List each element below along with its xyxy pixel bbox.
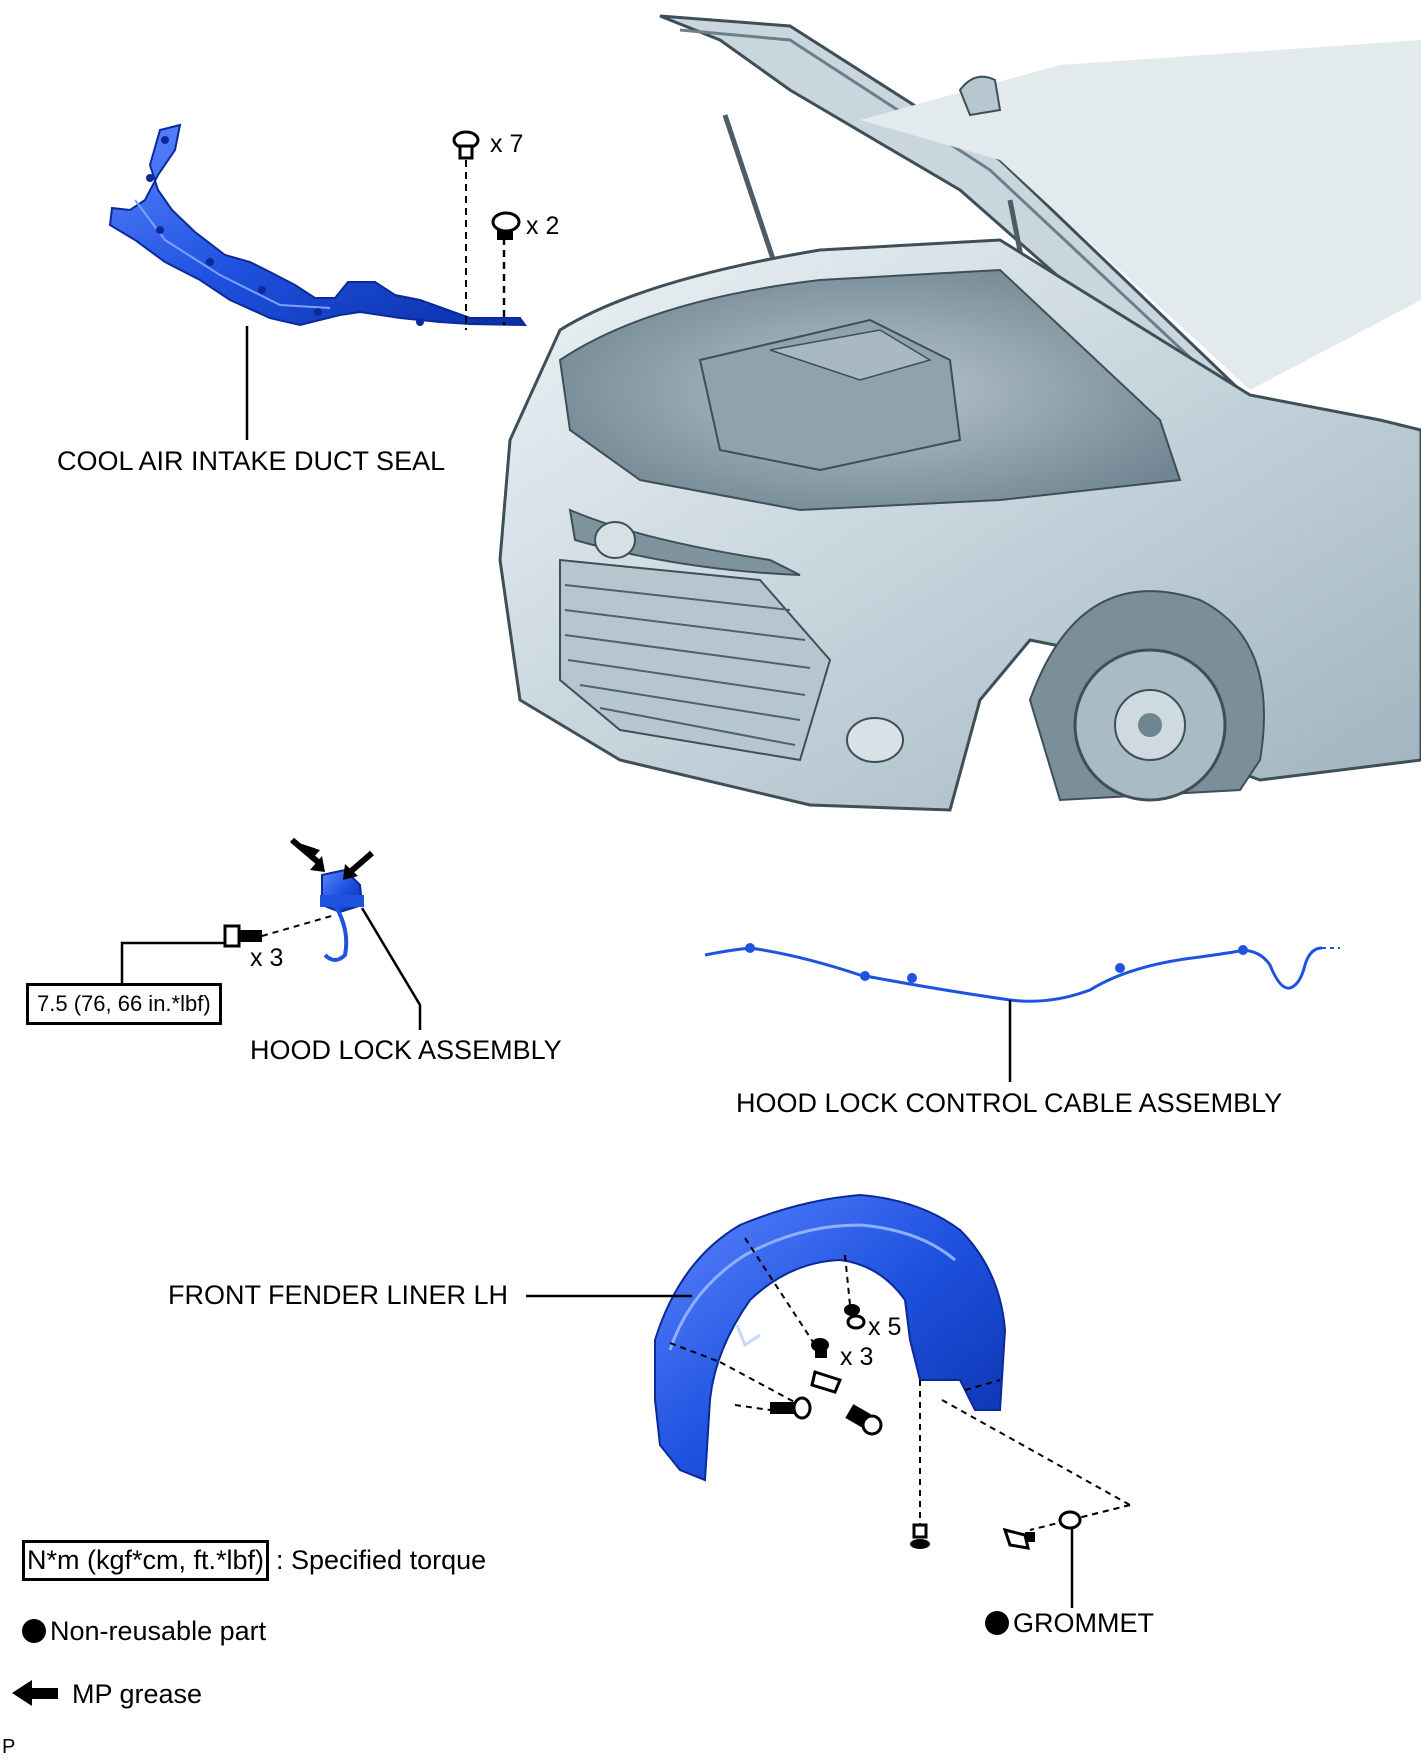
label-grommet: GROMMET	[985, 1610, 1154, 1637]
qty-clip-seal: x 7	[490, 130, 524, 158]
front-fender-liner-part	[654, 1193, 1007, 1482]
screw-icon	[1002, 1527, 1035, 1550]
legend-non-reusable: Non-reusable part	[22, 1618, 266, 1645]
grease-arrow-icon	[290, 837, 325, 872]
vehicle-illustration	[498, 14, 1421, 812]
bolt-icon	[845, 1404, 883, 1436]
hood-lock-assembly-part	[320, 868, 364, 962]
clip-icon	[910, 1523, 930, 1549]
clip-icon	[452, 130, 480, 160]
legend-non-reusable-text: Non-reusable part	[50, 1616, 267, 1646]
vehicle-grille	[559, 558, 832, 762]
bolt-icon	[770, 1396, 812, 1420]
figure-code: P	[2, 1736, 16, 1758]
filled-circle-icon	[22, 1619, 46, 1643]
screw-icon	[811, 1338, 829, 1358]
filled-circle-icon	[985, 1611, 1009, 1635]
bolt-icon	[491, 211, 521, 240]
qty-clip-liner: x 5	[868, 1313, 902, 1341]
label-grommet-text: GROMMET	[1013, 1608, 1154, 1638]
label-hood-lock-assembly: HOOD LOCK ASSEMBLY	[250, 1035, 562, 1065]
torque-value-hood-lock: 7.5 (76, 66 in.*lbf)	[26, 983, 222, 1025]
label-cool-air-intake-duct-seal: COOL AIR INTAKE DUCT SEAL	[57, 446, 446, 476]
arrow-left-icon	[12, 1680, 58, 1706]
legend-torque-text: : Specified torque	[276, 1545, 487, 1575]
label-hood-lock-control-cable-assembly: HOOD LOCK CONTROL CABLE ASSEMBLY	[736, 1088, 1283, 1118]
label-front-fender-liner-lh: FRONT FENDER LINER LH	[168, 1280, 509, 1310]
hood-lock-control-cable-part	[704, 943, 1340, 1003]
legend-mp-grease: MP grease	[72, 1679, 203, 1709]
legend-torque-box: N*m (kgf*cm, ft.*lbf)	[22, 1540, 270, 1581]
grommet-icon	[1058, 1510, 1082, 1530]
bolt-icon	[223, 924, 262, 948]
qty-bolt-seal: x 2	[526, 212, 560, 240]
clip-icon	[844, 1304, 866, 1330]
grease-arrow-icon	[343, 850, 374, 880]
cool-air-intake-duct-seal-part	[108, 123, 527, 327]
qty-screw-liner: x 3	[840, 1343, 874, 1371]
qty-bolt-hood-lock: x 3	[250, 944, 284, 972]
screw-icon	[810, 1370, 843, 1394]
